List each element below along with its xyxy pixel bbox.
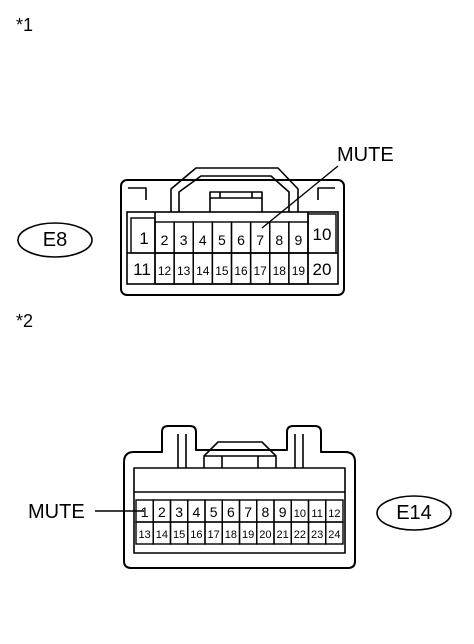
connector-e8-tag-text: E8 (42, 229, 68, 251)
connector-e8-tag-oval (17, 222, 93, 258)
pin-label: 15 (215, 264, 229, 278)
pin-label: 11 (311, 508, 322, 520)
pin-label: 8 (261, 504, 269, 520)
pin-label: 1 (139, 229, 148, 248)
connector-e8-lock (128, 167, 335, 212)
pin-label: 20 (259, 529, 271, 541)
connector-e14-inner-frame (133, 434, 346, 554)
pin-label: 12 (158, 264, 172, 278)
pin-label: 18 (225, 529, 237, 541)
pin-label: 14 (156, 529, 168, 541)
pin-label: 19 (242, 529, 254, 541)
pin-label: 23 (311, 529, 323, 541)
connector-e8-tag: E8 (18, 230, 92, 250)
pin-label: 17 (208, 529, 220, 541)
pin-label: 10 (313, 225, 332, 244)
pin-label: 1 (141, 504, 149, 520)
pin-label: 21 (277, 529, 289, 541)
pin-label: 5 (210, 504, 218, 520)
note-marker-1: *1 (16, 15, 34, 35)
pin-label: 2 (158, 504, 166, 520)
connector-e14-housing (123, 425, 356, 569)
note-marker-2: *2 (16, 311, 34, 331)
connector-e14-pin-grid (135, 499, 344, 545)
pin-label: 6 (237, 232, 245, 248)
pin-label: 9 (295, 232, 303, 248)
pin-label: 20 (313, 260, 332, 279)
pin-label: 3 (180, 232, 188, 248)
connector-e14-pin-labels: 1 13 2 14 3 15 4 16 5 17 6 18 7 19 8 20 9 21 10 22 11 23 12 24 (139, 504, 341, 541)
pin-label: 2 (161, 232, 169, 248)
pin-cell (130, 217, 156, 254)
pin-label: 11 (133, 260, 151, 279)
pin-label: 19 (292, 264, 306, 278)
pin-label: 13 (139, 529, 151, 541)
pin-label: 10 (294, 508, 306, 520)
pin-label: 8 (275, 232, 283, 248)
pin-cell (288, 252, 309, 285)
pin-label: 22 (294, 529, 306, 541)
pin-cell (307, 213, 337, 254)
pin-label: 16 (234, 264, 248, 278)
connector-e8-pin-grid (130, 213, 337, 285)
connector-e14-tag: E14 (377, 503, 451, 523)
pin-label: 13 (177, 264, 191, 278)
pin-label: 7 (244, 504, 252, 520)
pin-label: 4 (199, 232, 207, 248)
connector-e8-housing (120, 179, 345, 296)
pin-label: 24 (328, 529, 340, 541)
connector-e14-tag-oval (376, 495, 452, 531)
pin-label: 16 (190, 529, 202, 541)
pin-label: 9 (279, 504, 287, 520)
pin-label: 5 (218, 232, 226, 248)
pin-label: 7 (256, 232, 264, 248)
connector-e8-mute-leader (261, 165, 339, 229)
connector-e14-tag-text: E14 (396, 502, 432, 524)
pin-label: 12 (328, 508, 340, 520)
e14-mute-callout: MUTE (28, 501, 85, 523)
pin-label: 14 (196, 264, 210, 278)
pin-cell (325, 521, 344, 545)
pin-label: 6 (227, 504, 235, 520)
pin-label: 15 (173, 529, 185, 541)
e8-mute-callout: MUTE (337, 144, 394, 166)
pin-label: 4 (192, 504, 200, 520)
pin-label: 18 (273, 264, 287, 278)
pin-label: 17 (254, 264, 268, 278)
pin-label: 3 (175, 504, 183, 520)
